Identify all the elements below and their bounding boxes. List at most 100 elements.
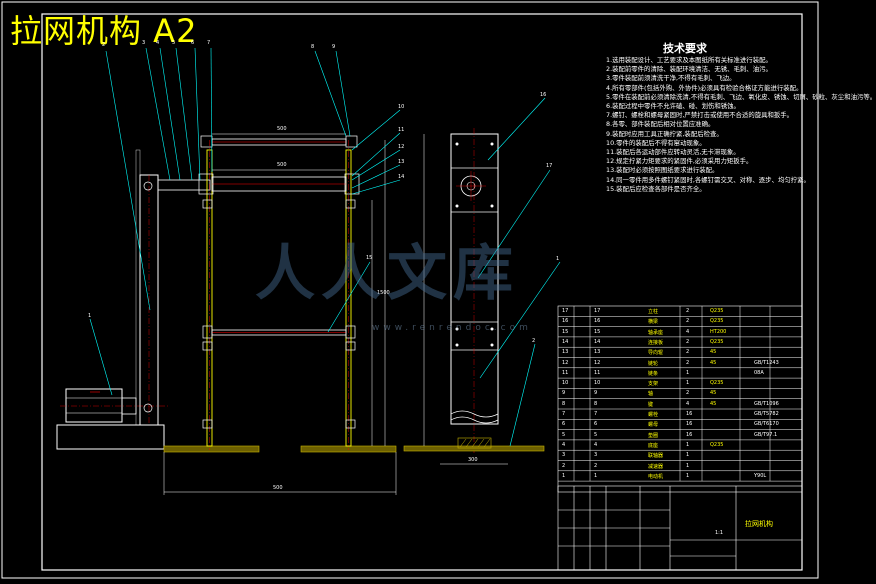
bom-cell-code: 15 bbox=[594, 328, 601, 335]
part-balloon: 16 bbox=[540, 92, 547, 98]
side-view bbox=[403, 128, 545, 465]
bom-cell-name: 轴承座 bbox=[648, 329, 664, 336]
bom-cell-no: 8 bbox=[562, 400, 566, 407]
bom-cell-no: 4 bbox=[562, 441, 566, 448]
bom-cell-mat: 45 bbox=[710, 390, 717, 397]
bom-cell-code: 16 bbox=[594, 318, 601, 325]
bom-cell-note: 08A bbox=[754, 369, 764, 376]
tech-note: 3.零件装配前须清洗干净,不得有毛刺、飞边。 bbox=[606, 74, 736, 83]
bom-cell-code: 5 bbox=[594, 431, 598, 438]
bom-cell-no: 14 bbox=[562, 338, 569, 345]
sheet-border-outer bbox=[1, 1, 819, 579]
bom-cell-name: 垫圈 bbox=[648, 432, 659, 439]
side-column bbox=[450, 133, 499, 425]
part-balloon: 14 bbox=[398, 174, 405, 180]
side-bearing-plate bbox=[450, 167, 499, 213]
bom-cell-qty: 2 bbox=[686, 390, 690, 397]
bom-cell-mat: 45 bbox=[710, 359, 717, 366]
part-balloon: 1 bbox=[88, 313, 92, 319]
bom-cell-qty: 1 bbox=[686, 472, 690, 479]
bom-cell-code: 1 bbox=[594, 472, 598, 479]
bom-cell-mat: 45 bbox=[710, 400, 717, 407]
bom-cell-qty: 16 bbox=[686, 421, 693, 428]
bom-cell-no: 9 bbox=[562, 390, 566, 397]
dim-mid-width: 500 bbox=[277, 162, 287, 168]
watermark-url: www.renrendoc.com bbox=[372, 323, 532, 333]
bom-row: 9 9 轴 2 45 bbox=[558, 388, 802, 399]
bom-cell-code: 9 bbox=[594, 390, 598, 397]
dim-side-width: 300 bbox=[468, 457, 478, 463]
watermark: 人人文库 bbox=[255, 239, 519, 309]
bom-cell-code: 2 bbox=[594, 462, 598, 469]
tech-note: 2.装配前零件的清除、装配环境清洁、无锈、毛刺、油污。 bbox=[606, 65, 772, 74]
floor-left bbox=[163, 445, 260, 453]
side-floor bbox=[403, 445, 545, 452]
part-balloon: 7 bbox=[207, 40, 211, 46]
part-balloon: 2 bbox=[532, 338, 536, 344]
bom-cell-note: Y90L bbox=[754, 472, 767, 479]
dim-bottom-width: 500 bbox=[273, 485, 283, 491]
bom-cell-qty: 1 bbox=[686, 441, 690, 448]
bom-cell-name: 立柱 bbox=[648, 309, 659, 315]
leader-lines bbox=[89, 47, 561, 447]
front-frame-view bbox=[163, 133, 397, 495]
drawing-title: 拉网机构 A2 bbox=[10, 12, 198, 50]
tech-note: 13.装配时必须按照图纸要求进行装配。 bbox=[606, 166, 719, 175]
bom-cell-code: 8 bbox=[594, 400, 598, 407]
motor-body bbox=[65, 388, 123, 423]
bom-cell-name: 连接板 bbox=[648, 339, 664, 346]
bom-cell-note: GB/T1096 bbox=[754, 400, 779, 407]
bom-cell-qty: 1 bbox=[686, 462, 690, 469]
tech-note: 6.装配过程中零件不允许磕、碰、划伤和锈蚀。 bbox=[606, 102, 740, 111]
tech-note: 7.螺钉、螺栓和螺母紧固时,严禁打击或使用不合适的旋具和扳手。 bbox=[606, 111, 794, 120]
tech-note: 11.装配后各运动部件应转动灵活,无卡滞现象。 bbox=[606, 148, 740, 157]
bom-cell-name: 链条 bbox=[648, 370, 659, 377]
part-balloon: 11 bbox=[398, 127, 405, 133]
bom-cell-no: 3 bbox=[562, 452, 566, 459]
dim-height: 1500 bbox=[377, 290, 390, 296]
bom-cell-no: 2 bbox=[562, 462, 566, 469]
bom-cell-no: 7 bbox=[562, 411, 566, 417]
tech-note: 8.各零、部件装配后相对位置应准确。 bbox=[606, 120, 715, 129]
bom-cell-qty: 4 bbox=[686, 400, 690, 407]
part-balloon: 12 bbox=[398, 144, 405, 150]
bom-cell-code: 12 bbox=[594, 359, 601, 366]
bom-cell-code: 17 bbox=[594, 308, 601, 314]
part-balloon: 3 bbox=[142, 40, 146, 46]
motor-assembly bbox=[56, 149, 211, 450]
tech-requirements-title: 技术要求 bbox=[663, 42, 707, 55]
bom-cell-name: 联轴器 bbox=[648, 453, 664, 460]
bom-cell-note: GB/T5782 bbox=[754, 411, 779, 417]
part-balloon: 13 bbox=[398, 159, 405, 165]
part-balloon: 15 bbox=[366, 255, 373, 261]
bom-cell-name: 轴 bbox=[648, 391, 654, 398]
bom-cell-no: 15 bbox=[562, 328, 569, 335]
bom-cell-qty: 2 bbox=[686, 308, 690, 314]
bom-cell-name: 电动机 bbox=[648, 473, 664, 480]
bom-cell-name: 键 bbox=[648, 401, 654, 408]
tech-note: 15.装配后应检查各部件是否齐全。 bbox=[606, 184, 706, 193]
bom-cell-mat: Q235 bbox=[710, 380, 724, 387]
part-balloon: 17 bbox=[546, 163, 553, 169]
bom-cell-no: 13 bbox=[562, 349, 569, 356]
bom-cell-no: 17 bbox=[562, 308, 569, 314]
bom-cell-code: 3 bbox=[594, 452, 598, 459]
part-balloon: 4 bbox=[156, 40, 160, 46]
tech-note: 4.所有零部件(包括外购、外协件)必须具有检验合格证方能进行装配。 bbox=[606, 83, 803, 92]
part-balloon: 8 bbox=[311, 44, 315, 50]
bom-cell-mat: Q235 bbox=[710, 308, 724, 314]
bom-cell-name: 螺母 bbox=[648, 422, 659, 429]
bom-cell-no: 6 bbox=[562, 421, 566, 428]
title-block bbox=[557, 485, 803, 571]
bom-cell-code: 13 bbox=[594, 349, 601, 356]
bom-cell-qty: 2 bbox=[686, 349, 690, 356]
bom-cell-code: 7 bbox=[594, 411, 598, 417]
